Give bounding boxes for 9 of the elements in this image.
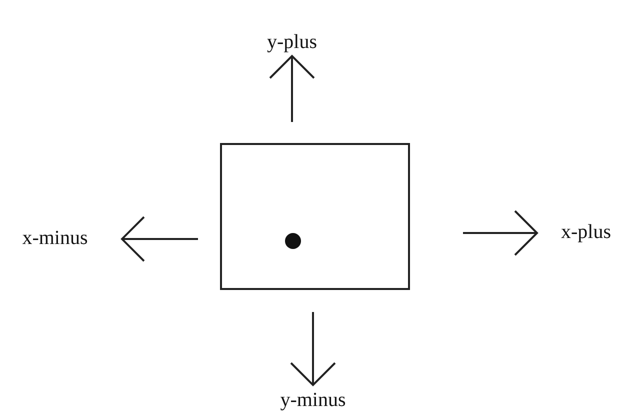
direction-label: y-plus [252,30,332,54]
arrow [121,216,198,262]
direction-label: y-minus [271,388,355,412]
direction-label: x-minus [8,226,102,252]
arrow [463,210,538,256]
direction-label: x-plus [546,220,626,246]
arrow [290,312,336,386]
arrow [269,55,315,122]
frame-box [220,143,410,290]
